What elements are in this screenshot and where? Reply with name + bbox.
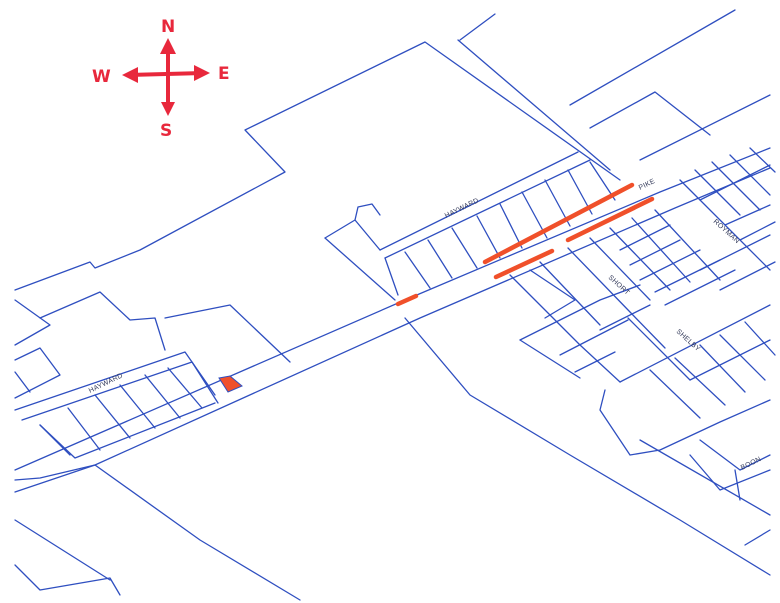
compass-label-east: E <box>218 64 230 84</box>
street-label-pike: PIKE <box>638 178 657 192</box>
compass-north-arrowhead <box>160 38 176 54</box>
highlighted-segments <box>218 182 655 393</box>
compass-label-south: S <box>160 121 172 141</box>
street-label-royman: ROYMAN <box>712 218 741 245</box>
street-label-boone: BOON <box>740 456 763 472</box>
compass-west-arrowhead <box>122 67 138 83</box>
compass-south-arrowhead <box>161 102 175 116</box>
street-label-short: SHORT <box>607 274 631 297</box>
compass-east-arrowhead <box>194 65 210 81</box>
compass-horizontal-line <box>126 71 206 77</box>
street-label-hayward-upper: HAYWARD <box>444 197 480 220</box>
street-label-shelby: SHELBY <box>675 328 702 353</box>
street-labels: HAYWARD PIKE ROYMAN SHORT SHELBY HAYWARD… <box>88 178 763 472</box>
compass-label-north: N <box>161 17 175 37</box>
compass-label-west: W <box>92 67 111 87</box>
highlighted-parcel <box>218 375 243 393</box>
parcel-lines <box>14 9 776 601</box>
compass-rose: N S W E <box>92 17 230 141</box>
